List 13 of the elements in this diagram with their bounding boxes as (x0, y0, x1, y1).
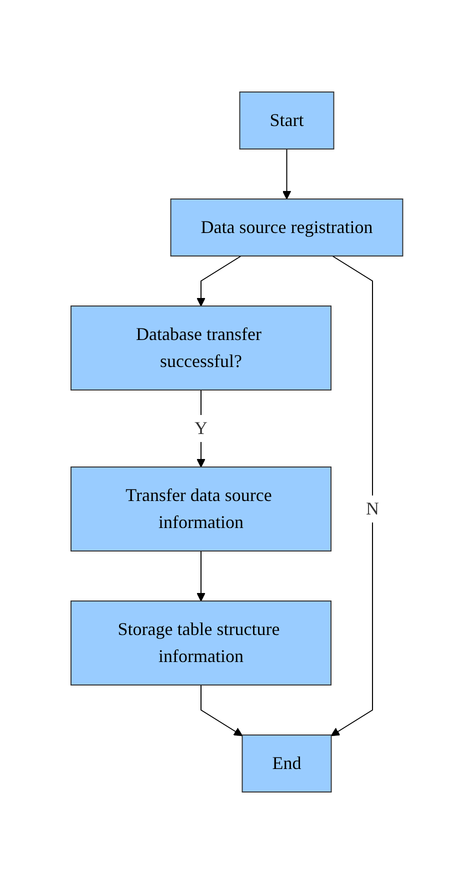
arrow (282, 148, 292, 199)
node-box: Transfer data source information (70, 466, 332, 551)
node-box: Storage table structure information (70, 600, 332, 685)
node-box: Data source registration (170, 198, 404, 256)
node-box: Start (239, 91, 334, 149)
node-box: End (242, 734, 332, 792)
arrow (196, 255, 242, 306)
arrow (200, 684, 243, 736)
arrow (331, 255, 374, 736)
edge-label: Y (194, 418, 208, 438)
arrow (196, 550, 206, 601)
edge-label: N (366, 498, 380, 518)
node-box: Database transfer successful? (70, 305, 332, 390)
